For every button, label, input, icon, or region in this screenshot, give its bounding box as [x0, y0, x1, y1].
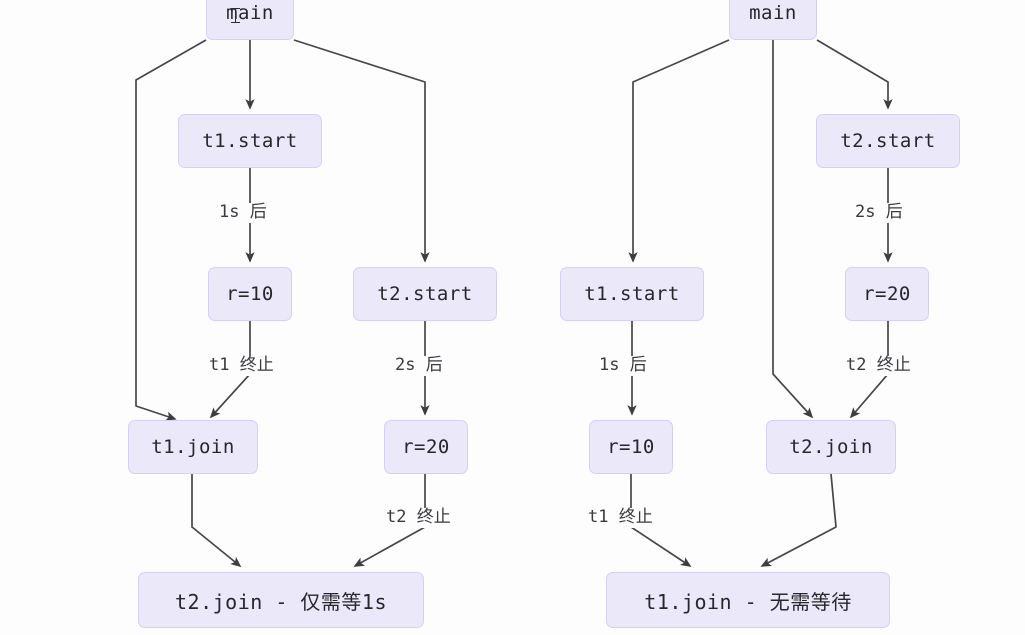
node-left-main[interactable]: main	[206, 0, 294, 40]
node-left-t2-start[interactable]: t2.start	[353, 267, 497, 321]
edge-label-left-t2-end: t2 终止	[383, 507, 454, 528]
node-left-r10[interactable]: r=10	[208, 267, 292, 321]
edge-label-left-t1-end: t1 终止	[206, 355, 277, 376]
edge-right-main-to-t1start	[628, 39, 730, 263]
node-right-t1-start[interactable]: t1.start	[560, 267, 704, 321]
node-left-t1-start[interactable]: t1.start	[178, 114, 322, 168]
node-right-t2-start[interactable]: t2.start	[816, 114, 960, 168]
edge-left-main-to-t1join	[135, 39, 207, 421]
edge-label-right-t1-end: t1 终止	[585, 507, 656, 528]
node-right-r10[interactable]: r=10	[589, 420, 673, 474]
node-right-t1-join-outcome[interactable]: t1.join - 无需等待	[606, 572, 890, 628]
edge-label-left-1s-after: 1s 后	[216, 202, 270, 223]
edge-right-t2join-to-t1join	[760, 473, 837, 567]
edge-right-main-to-t2join	[772, 40, 814, 419]
edge-label-right-t2-end: t2 终止	[843, 355, 914, 376]
edge-label-left-2s-after: 2s 后	[392, 355, 446, 376]
node-right-t2-join[interactable]: t2.join	[766, 420, 896, 474]
edge-right-main-to-t2start	[816, 39, 893, 110]
node-right-main[interactable]: main	[729, 0, 817, 40]
node-left-t1-join[interactable]: t1.join	[128, 420, 258, 474]
edge-label-right-2s-after: 2s 后	[852, 202, 906, 223]
node-right-r20[interactable]: r=20	[845, 267, 929, 321]
node-left-t2-join-outcome[interactable]: t2.join - 仅需等1s	[138, 572, 424, 628]
edge-left-t1join-to-t2join	[191, 474, 242, 568]
edge-label-right-1s-after: 1s 后	[596, 355, 650, 376]
node-left-r20[interactable]: r=20	[384, 420, 468, 474]
